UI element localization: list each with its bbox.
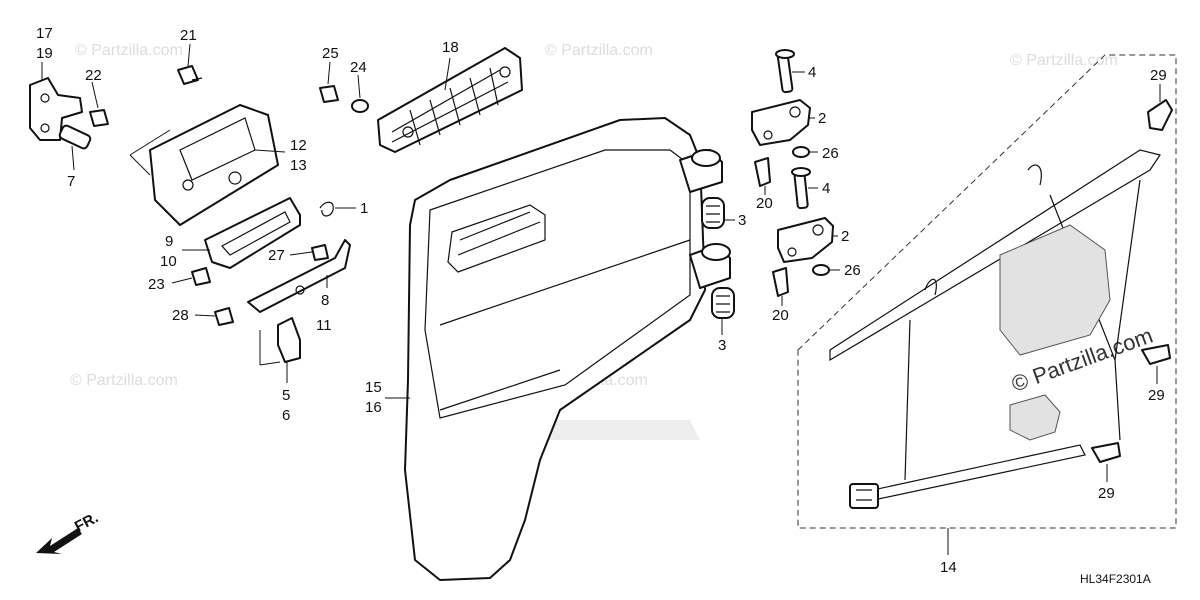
callout-2-upper: 2 <box>818 110 826 127</box>
callout-18: 18 <box>442 39 459 56</box>
clip-26-upper <box>792 146 810 158</box>
plate-5 <box>277 317 301 363</box>
hinge-plate-2-lower <box>777 217 834 263</box>
watermark: © Partzilla.com <box>75 42 183 59</box>
callout-15: 15 <box>365 379 382 396</box>
callout-9: 9 <box>165 233 173 250</box>
callout-29-b: 29 <box>1148 387 1165 404</box>
callout-20-upper: 20 <box>756 195 773 212</box>
clip-29-c <box>1091 442 1121 463</box>
callout-5: 5 <box>282 387 290 404</box>
callout-4-upper: 4 <box>808 64 816 81</box>
screw-20-upper <box>754 157 771 187</box>
callout-22: 22 <box>85 67 102 84</box>
handle-9 <box>204 197 301 269</box>
leader-lines <box>41 43 1161 555</box>
callout-6: 6 <box>282 407 290 424</box>
callout-2-lower: 2 <box>841 228 849 245</box>
bolt-28 <box>214 307 234 326</box>
callout-26-lower: 26 <box>844 262 861 279</box>
net-assembly-14 <box>829 149 1161 509</box>
callout-17: 17 <box>36 25 53 42</box>
callout-1: 1 <box>360 200 368 217</box>
net-assembly-boundary <box>797 54 1177 529</box>
watermark: © Partzilla.com <box>1010 52 1118 69</box>
callout-14: 14 <box>940 559 957 576</box>
bolt-23 <box>191 267 211 286</box>
callout-23: 23 <box>148 276 165 293</box>
door-panel-15 <box>404 117 706 581</box>
callout-25: 25 <box>322 45 339 62</box>
bushing-3-upper <box>701 197 725 229</box>
spring-1 <box>319 201 334 217</box>
pin-7 <box>58 124 92 150</box>
hinge-plate-2-upper <box>751 99 811 146</box>
callout-3-lower: 3 <box>718 337 726 354</box>
clip-26-lower <box>812 264 830 276</box>
grille-plate-18 <box>377 47 523 153</box>
callout-11: 11 <box>316 317 332 334</box>
callout-24: 24 <box>350 59 367 76</box>
callout-7: 7 <box>67 173 75 190</box>
watermark: © Partzilla.com <box>70 372 178 389</box>
diagram-code: HL34F2301A <box>1080 572 1151 586</box>
callout-28: 28 <box>172 307 189 324</box>
callout-3-upper: 3 <box>738 212 746 229</box>
pin-4-lower <box>791 167 811 210</box>
bushing-3-lower <box>711 287 735 319</box>
clip-29-b <box>1141 344 1171 365</box>
callout-13: 13 <box>290 157 307 174</box>
clip-29-a <box>1147 99 1173 131</box>
door-hinge-upper <box>679 149 723 193</box>
callout-16: 16 <box>365 399 382 416</box>
latch-housing-part <box>149 104 279 226</box>
callout-29-a: 29 <box>1150 67 1167 84</box>
callout-8: 8 <box>321 292 329 309</box>
screw-22 <box>89 109 109 127</box>
bolt-25 <box>319 85 339 103</box>
callout-19: 19 <box>36 45 53 62</box>
watermark: © Partzilla.com <box>545 42 653 59</box>
callout-10: 10 <box>160 253 177 270</box>
callout-4-lower: 4 <box>822 180 830 197</box>
hinge-bracket-part <box>29 77 83 141</box>
bolt-27 <box>311 244 329 261</box>
callout-27: 27 <box>268 247 285 264</box>
callout-20-lower: 20 <box>772 307 789 324</box>
callout-29-c: 29 <box>1098 485 1115 502</box>
callout-12: 12 <box>290 137 307 154</box>
pin-4-upper <box>775 49 795 94</box>
buckle <box>849 483 879 509</box>
washer-24 <box>351 99 369 113</box>
bolt-21 <box>177 65 203 85</box>
bracket-8 <box>247 239 351 313</box>
callout-21: 21 <box>180 27 197 44</box>
arrow-left-down-icon <box>36 528 82 554</box>
screw-20-lower <box>772 267 789 297</box>
door-hinge-lower <box>689 243 731 289</box>
callout-26-upper: 26 <box>822 145 839 162</box>
